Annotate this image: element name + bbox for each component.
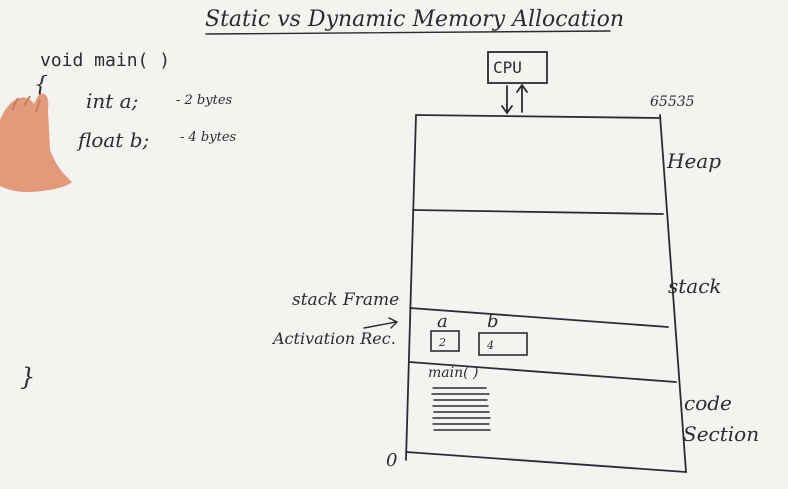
stack-frame-label: stack Frame [292, 290, 399, 310]
code-signature: void main( ) [40, 50, 170, 71]
var-a-cell [430, 330, 460, 352]
heap-label: Heap [666, 149, 721, 173]
top-address: 65535 [650, 94, 695, 110]
code-section-label: code [684, 391, 732, 415]
var-a-size: 2 [438, 336, 446, 349]
cpu-block: CPU [487, 51, 548, 84]
code-section-label-2: Section [683, 422, 759, 446]
title: Static vs Dynamic Memory Allocation [205, 7, 624, 32]
code-line-int-note: - 2 bytes [176, 93, 233, 108]
memory-right-border [659, 114, 687, 473]
stack-code-divider [408, 361, 677, 383]
memory-bottom-border [405, 451, 687, 473]
presenter-hand [0, 93, 72, 192]
var-b-name: b [487, 311, 499, 332]
memory-left-border [405, 114, 417, 461]
stack-label: stack [668, 274, 722, 298]
main-memory [405, 114, 687, 473]
code-close-brace: } [20, 363, 35, 391]
code-line-float: float b; [76, 128, 149, 152]
var-b-size: 4 [486, 339, 494, 352]
cpu-bus-arrows [501, 83, 528, 115]
memory-top-border [415, 114, 661, 119]
var-b-cell [478, 332, 528, 356]
bottom-address: 0 [386, 450, 397, 471]
var-a-name: a [437, 311, 448, 332]
title-underline [205, 30, 611, 35]
stack-frame-top-line [409, 307, 669, 328]
code-open-brace: { [34, 73, 48, 98]
code-line-int: int a; [86, 89, 138, 113]
heap-stack-divider [412, 209, 664, 215]
activation-arrow [363, 317, 399, 329]
machine-code-lines [431, 387, 491, 431]
cpu-label: CPU [493, 58, 522, 77]
code-line-float-note: - 4 bytes [180, 130, 237, 145]
activation-record-label: Activation Rec. [271, 329, 396, 348]
main-function-label: main( ) [428, 365, 479, 381]
